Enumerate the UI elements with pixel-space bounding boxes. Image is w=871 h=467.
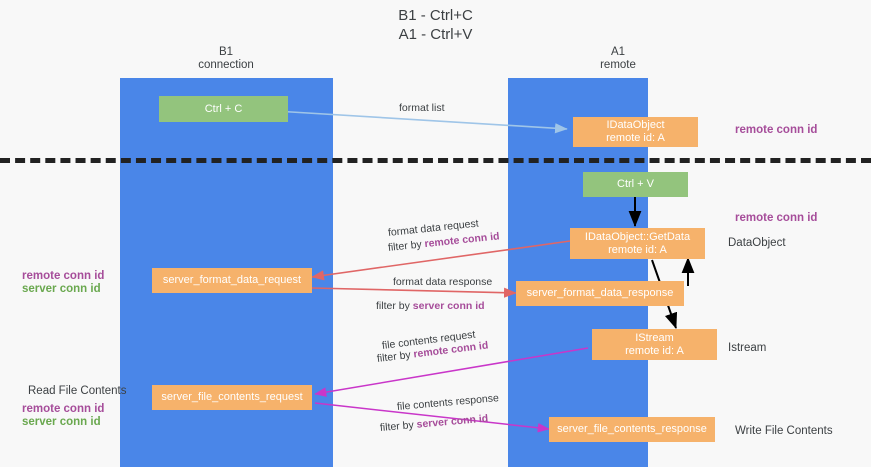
node-server-file-contents-response[interactable]: server_file_contents_response (549, 417, 715, 442)
annotation-dataobject: DataObject (728, 237, 786, 249)
column-header-a1: A1 remote (600, 46, 636, 71)
filter-prefix-1: filter by (387, 238, 426, 254)
filter-prefix-4: filter by (379, 418, 418, 434)
annotation-read-file-contents: Read File Contents (28, 385, 127, 397)
annotation-remote-conn-id-top: remote conn id (735, 124, 818, 136)
annotation-left-mid-remote-conn-id: remote conn id (22, 270, 105, 282)
phase-divider (0, 158, 871, 163)
annotation-remote-conn-id-mid: remote conn id (735, 212, 818, 224)
edge-label-filter-server-1: filter by server conn id (376, 299, 485, 313)
node-ctrl-c[interactable]: Ctrl + C (159, 96, 288, 122)
node-idataobject-getdata[interactable]: IDataObject::GetData remote id: A (570, 228, 705, 259)
node-server-format-data-request[interactable]: server_format_data_request (152, 268, 312, 293)
annotation-left-bottom-remote-conn-id: remote conn id (22, 403, 105, 415)
annotation-left-mid-server-conn-id: server conn id (22, 283, 101, 295)
filter-prefix-2: filter by (376, 300, 413, 312)
node-istream[interactable]: IStream remote id: A (592, 329, 717, 360)
annotation-istream: Istream (728, 342, 767, 354)
node-ctrl-v[interactable]: Ctrl + V (583, 172, 688, 197)
node-server-file-contents-request[interactable]: server_file_contents_request (152, 385, 312, 410)
edge-label-format-list: format list (399, 102, 445, 114)
annotation-left-bottom-server-conn-id: server conn id (22, 416, 101, 428)
annotation-write-file-contents: Write File Contents (735, 425, 833, 437)
node-server-format-data-response[interactable]: server_format_data_response (516, 281, 684, 306)
diagram-title: B1 - Ctrl+C A1 - Ctrl+V (398, 7, 473, 43)
filter-value-server-1: server conn id (412, 300, 485, 312)
edge-label-format-data-response: format data response (393, 276, 493, 288)
column-header-b1: B1 connection (198, 46, 254, 71)
node-idataobject[interactable]: IDataObject remote id: A (573, 117, 698, 147)
